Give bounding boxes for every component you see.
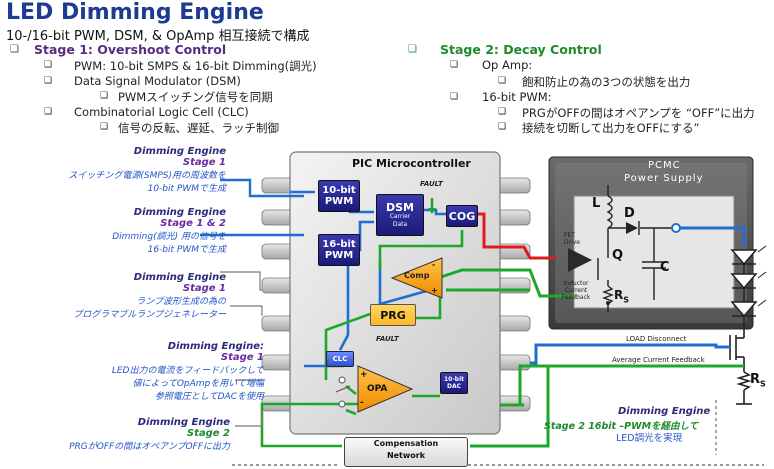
- stage2-item: Op Amp:: [482, 58, 533, 72]
- bullet-square-icon: ❑: [498, 107, 507, 117]
- stage2-item: 接続を切断して出力をOFFにする”: [522, 121, 700, 135]
- inductor-feedback-label: Inductor Current Feedback: [561, 280, 591, 301]
- bullet-square-icon: ❑: [450, 60, 459, 70]
- prg-block: PRG: [370, 304, 416, 326]
- annotation-pwm16: Dimming Engine Stage 1 & 2 Dimming(調光) 用…: [112, 207, 226, 255]
- load-disconnect-label: LOAD Disconnect: [626, 335, 687, 343]
- bullet-square-icon: ❑: [10, 44, 19, 55]
- opa-minus-sign: -: [360, 398, 364, 408]
- comp-network-line2: Network: [386, 451, 426, 460]
- annotation-pwm10: Dimming Engine Stage 1 スイッチング電源(SMPS)用の周…: [68, 146, 226, 194]
- fet-drive-label: FET Drive: [564, 232, 580, 246]
- stage1-item: 信号の反転、遅延、ラッチ制御: [118, 121, 279, 135]
- right-note-line2: LED調光を実現: [616, 433, 683, 444]
- pcmc-title: PCMC: [648, 160, 681, 171]
- annotation-opa: Dimming Engine: Stage 1 LED出力の電流をフィードバック…: [111, 341, 264, 402]
- bullet-square-icon: ❑: [408, 44, 417, 55]
- bullet-square-icon: ❑: [498, 76, 507, 86]
- bullet-square-icon: ❑: [450, 92, 459, 102]
- bullet-square-icon: ❑: [44, 60, 53, 70]
- stage2-item: PRGがOFFの間はオペアンプを “OFF”に出力: [522, 106, 755, 120]
- stage2-heading: Stage 2: Decay Control: [440, 42, 602, 57]
- load-rs-label: RS: [750, 372, 766, 389]
- dsm-block: DSM Carrier Data: [376, 194, 424, 236]
- diode-label: D: [624, 206, 635, 221]
- avg-feedback-label: Average Current Feedback: [612, 356, 705, 364]
- annotation-stage2: Dimming Engine Stage 2 PRGがOFFの間はオペアンプOF…: [69, 417, 230, 452]
- compensation-network-box: Compensation Network: [344, 437, 468, 467]
- opa-label: OPA: [367, 384, 388, 394]
- opa-plus-sign: +: [360, 370, 368, 380]
- bullet-square-icon: ❑: [44, 76, 53, 86]
- dac-block: 10-bit DAC: [440, 372, 468, 394]
- stage1-item: Data Signal Modulator (DSM): [74, 74, 241, 88]
- dsm-sublabel: Carrier Data: [389, 212, 411, 228]
- annotation-prg: Dimming Engine Stage 1 ランプ波形生成の為の プログラマブ…: [73, 272, 226, 320]
- bullet-square-icon: ❑: [100, 122, 109, 132]
- fet-label: Q: [612, 248, 624, 263]
- cog-block: COG: [446, 205, 478, 227]
- comp-minus-sign: -: [432, 260, 436, 269]
- opa-triangle: [357, 365, 414, 413]
- page-title: LED Dimming Engine: [6, 0, 264, 25]
- capacitor-label: C: [660, 260, 670, 275]
- page-subtitle: 10-/16-bit PWM, DSM, & OpAmp 相互接続で構成: [6, 29, 310, 44]
- stage2-item: 飽和防止の為の3つの状態を出力: [522, 75, 691, 89]
- stage1-item: PWM: 10-bit SMPS & 16-bit Dimming(調光): [74, 59, 317, 73]
- bullet-square-icon: ❑: [100, 91, 109, 101]
- bullet-square-icon: ❑: [44, 107, 53, 117]
- led-chain: [730, 245, 767, 330]
- mcu-title: PIC Microcontroller: [352, 157, 471, 170]
- comp-plus-sign: +: [431, 286, 438, 295]
- stage2-item: 16-bit PWM:: [482, 90, 552, 104]
- pwm16-block: 16-bit PWM: [318, 234, 360, 266]
- inductor-label: L: [592, 196, 601, 211]
- right-note-heading: Dimming Engine: [618, 406, 711, 417]
- comp-triangle: [390, 257, 443, 299]
- comp-label: Comp: [404, 271, 430, 280]
- pwm10-block: 10-bit PWM: [318, 180, 360, 212]
- fault-label: FAULT: [420, 180, 443, 188]
- stage1-heading: Stage 1: Overshoot Control: [34, 42, 227, 57]
- stage1-item: Combinatorial Logic Cell (CLC): [74, 105, 249, 119]
- fault-label-2: FAULT: [376, 335, 399, 343]
- pcmc-rs-label: RS: [614, 288, 630, 305]
- stage1-item: PWMスイッチング信号を同期: [118, 90, 273, 104]
- pcmc-subtitle: Power Supply: [624, 173, 704, 184]
- right-note-line1: Stage 2 16bit –PWMを経由して: [544, 421, 699, 432]
- dsm-label: DSM: [386, 200, 414, 214]
- clc-block: CLC: [326, 351, 354, 367]
- comp-network-line1: Compensation: [373, 439, 439, 448]
- bullet-square-icon: ❑: [498, 122, 507, 132]
